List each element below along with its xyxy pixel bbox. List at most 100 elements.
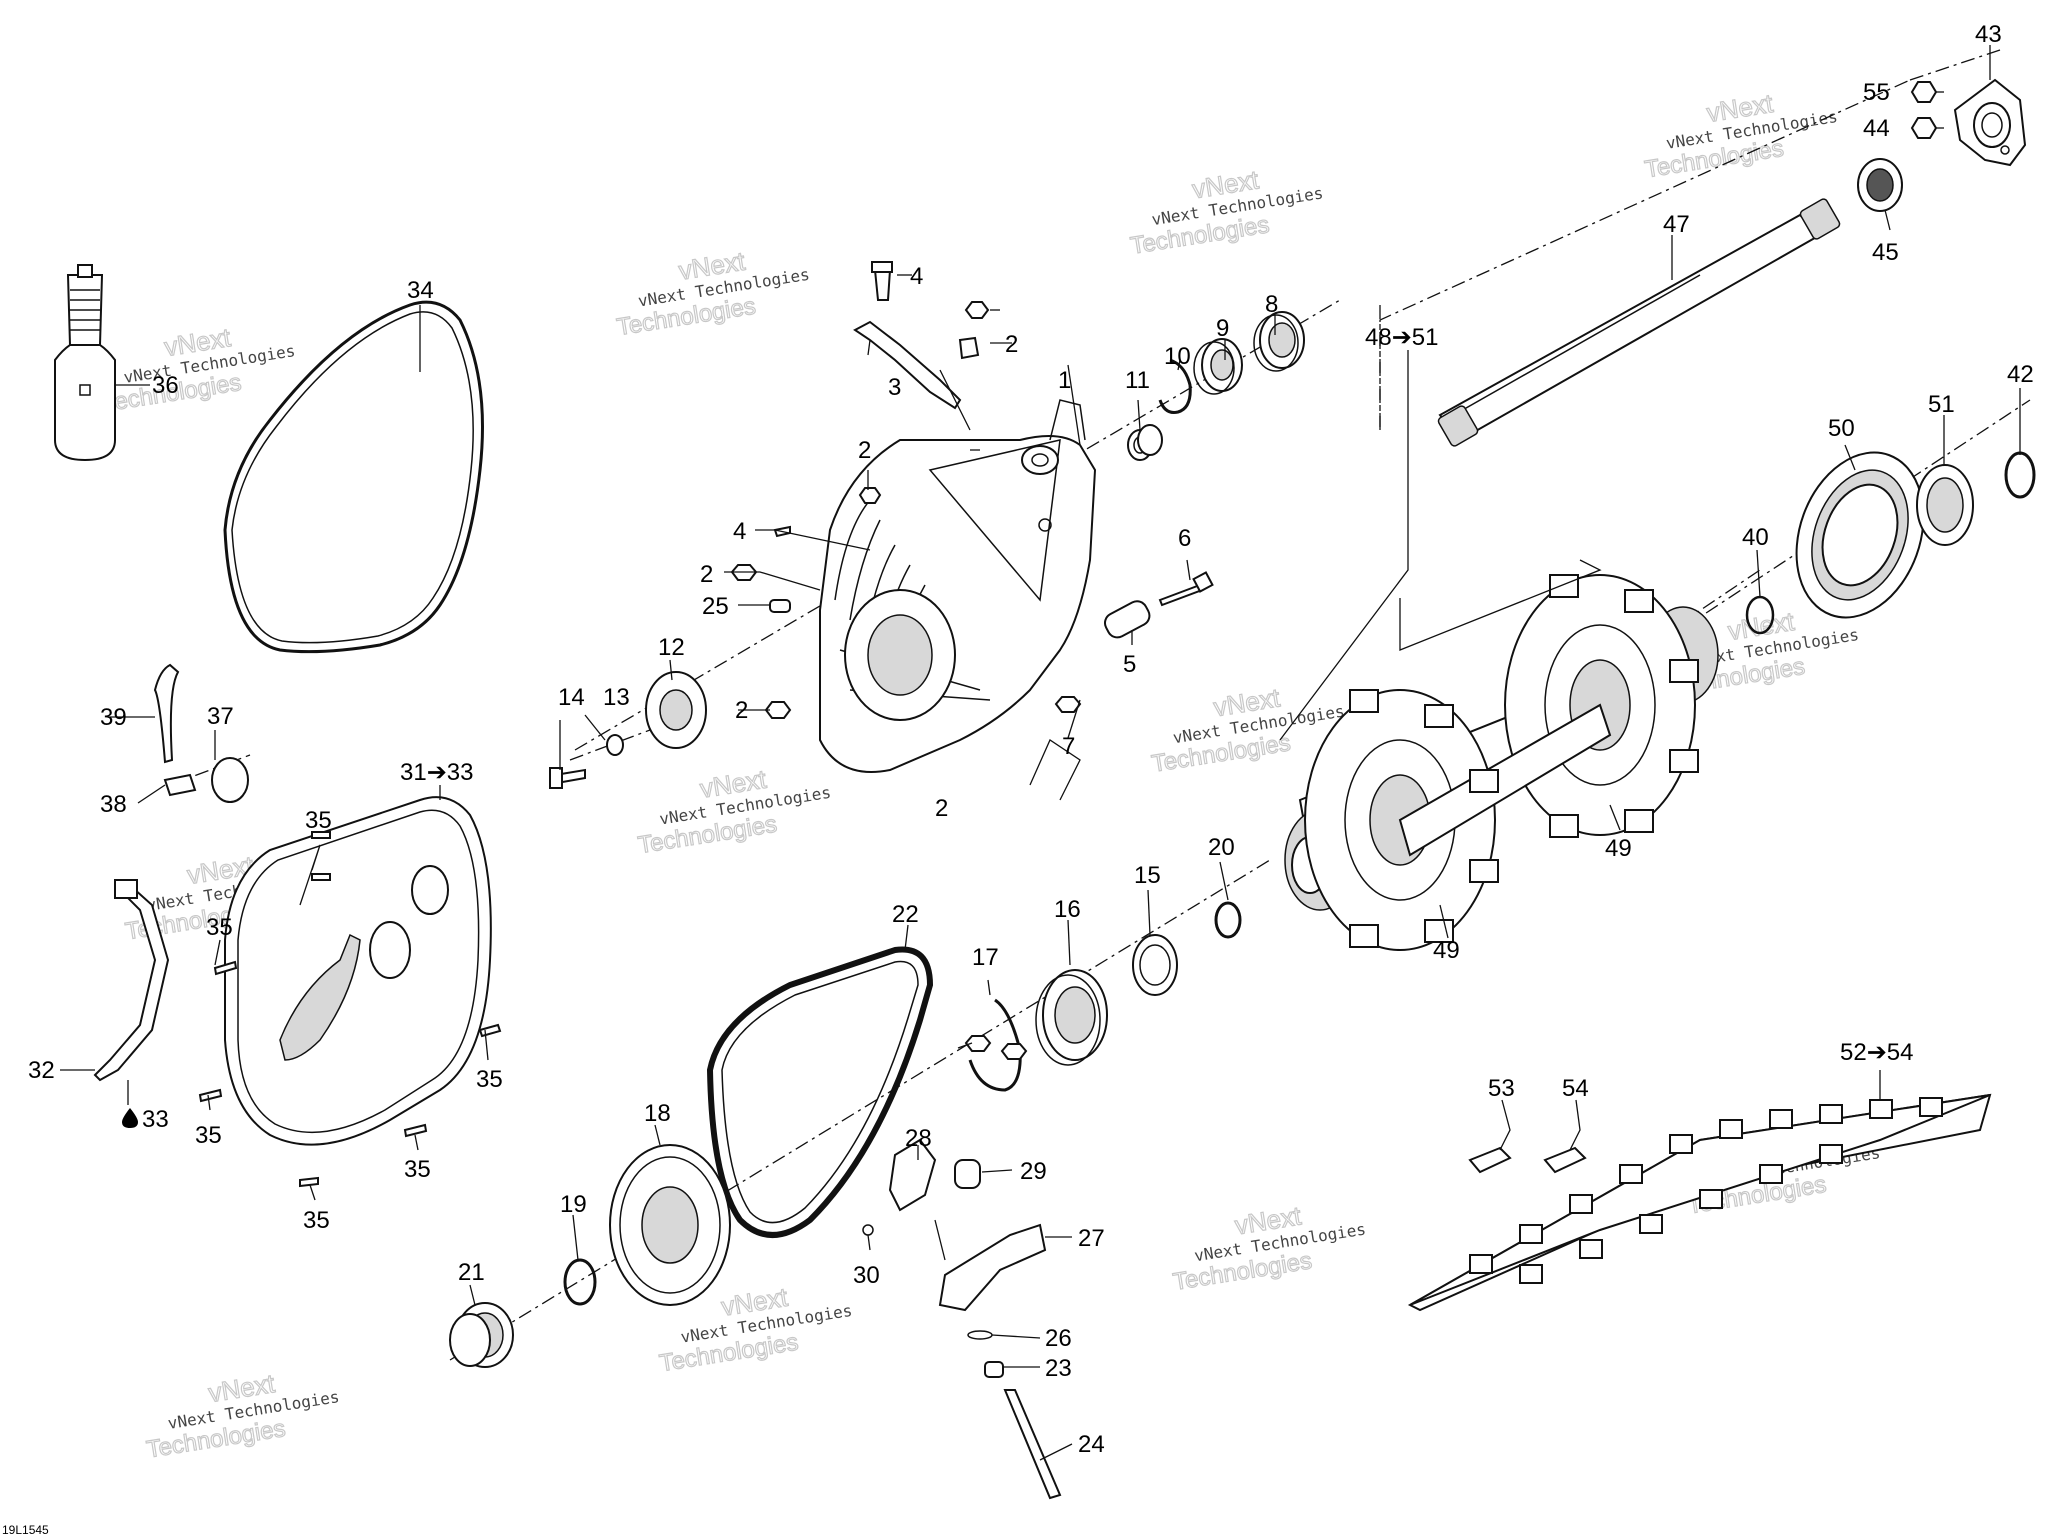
bushing bbox=[954, 1159, 981, 1189]
label-20: 20 bbox=[1208, 834, 1235, 861]
label-9: 9 bbox=[1216, 315, 1229, 342]
tensioner-arm bbox=[938, 1223, 1047, 1312]
watermark: vNext vNext Technologies Technologies bbox=[1128, 164, 1325, 261]
label-4: 4 bbox=[733, 518, 746, 545]
cover-gasket bbox=[223, 300, 484, 654]
tensioner-block bbox=[888, 1138, 937, 1212]
tensioner-rod bbox=[1003, 1389, 1062, 1500]
label-49: 49 bbox=[1605, 835, 1632, 862]
bolt bbox=[1158, 583, 1204, 607]
label-23: 23 bbox=[1045, 1355, 1072, 1382]
label-26: 26 bbox=[1045, 1325, 1072, 1352]
label-35: 35 bbox=[303, 1207, 330, 1234]
bearing bbox=[449, 1302, 514, 1368]
label-8: 8 bbox=[1265, 291, 1278, 318]
breather-hose bbox=[153, 663, 180, 764]
drive-chain bbox=[706, 946, 934, 1238]
part-labels: 1 2 2 2 2 2 3 4 4 5 6 7 8 9 10 11 12 13 … bbox=[28, 21, 2034, 1458]
label-19: 19 bbox=[560, 1191, 587, 1218]
label-55: 55 bbox=[1863, 79, 1890, 106]
label-3: 3 bbox=[888, 374, 901, 401]
dowel-pin bbox=[769, 599, 791, 613]
spacer bbox=[1103, 600, 1151, 639]
label-14: 14 bbox=[558, 684, 585, 711]
label-11: 11 bbox=[1125, 367, 1150, 394]
label-47: 47 bbox=[1663, 211, 1690, 238]
bearing bbox=[1916, 464, 1974, 546]
watermark: vNext vNext Technologies Technologies bbox=[144, 1367, 341, 1464]
spacer-ring bbox=[1127, 424, 1163, 461]
label-12: 12 bbox=[658, 634, 685, 661]
circlip bbox=[968, 998, 1022, 1092]
oil-drop-icon bbox=[122, 1108, 138, 1128]
label-35: 35 bbox=[195, 1122, 222, 1149]
o-ring bbox=[862, 1224, 874, 1236]
label-4: 4 bbox=[910, 263, 923, 290]
label-17: 17 bbox=[972, 944, 999, 971]
label-31-33: 31➔33 bbox=[400, 759, 474, 786]
label-16: 16 bbox=[1054, 896, 1081, 923]
label-1: 1 bbox=[1058, 367, 1071, 394]
elbow bbox=[163, 773, 197, 797]
watermark: vNext vNext Technologies Technologies bbox=[1171, 1200, 1368, 1297]
label-35: 35 bbox=[404, 1156, 431, 1183]
label-28: 28 bbox=[905, 1125, 932, 1152]
label-45: 45 bbox=[1872, 239, 1899, 266]
watermark: vNext vNext Technologies Technologies bbox=[1642, 87, 1839, 184]
label-36: 36 bbox=[152, 372, 179, 399]
label-35: 35 bbox=[206, 914, 233, 941]
label-6: 6 bbox=[1178, 525, 1191, 552]
bearing bbox=[1253, 311, 1305, 372]
bearing-housing bbox=[1953, 78, 2027, 167]
label-38: 38 bbox=[100, 791, 127, 818]
label-13: 13 bbox=[603, 684, 630, 711]
label-27: 27 bbox=[1078, 1225, 1105, 1252]
gear-small bbox=[645, 671, 707, 749]
plug bbox=[211, 757, 249, 803]
label-37: 37 bbox=[207, 703, 234, 730]
track-clip-plate bbox=[1407, 1093, 1992, 1312]
circlip bbox=[1214, 901, 1242, 939]
label-32: 32 bbox=[28, 1057, 55, 1084]
label-52-54: 52➔54 bbox=[1840, 1039, 1914, 1066]
label-5: 5 bbox=[1123, 651, 1136, 678]
track-clip bbox=[1468, 1146, 1512, 1174]
label-2: 2 bbox=[858, 437, 871, 464]
o-ring bbox=[967, 1330, 993, 1340]
label-22: 22 bbox=[892, 901, 919, 928]
label-2: 2 bbox=[735, 697, 748, 724]
label-48-51: 48➔51 bbox=[1365, 324, 1439, 351]
label-18: 18 bbox=[644, 1100, 671, 1127]
dipstick bbox=[93, 879, 170, 1082]
circlip bbox=[1158, 358, 1192, 414]
gear-large bbox=[609, 1144, 731, 1306]
bearing bbox=[1035, 969, 1108, 1066]
label-2: 2 bbox=[700, 561, 713, 588]
label-35: 35 bbox=[305, 807, 332, 834]
track-clip bbox=[1543, 1146, 1587, 1174]
label-2: 2 bbox=[1005, 331, 1018, 358]
outer-cover bbox=[224, 796, 492, 1146]
label-29: 29 bbox=[1020, 1158, 1047, 1185]
bearing bbox=[1193, 338, 1243, 395]
label-42: 42 bbox=[2007, 361, 2034, 388]
label-2: 2 bbox=[935, 795, 948, 822]
label-24: 24 bbox=[1078, 1431, 1105, 1458]
bearing bbox=[1857, 158, 1903, 212]
label-15: 15 bbox=[1134, 862, 1161, 889]
bracket bbox=[853, 261, 980, 410]
label-7: 7 bbox=[1062, 733, 1075, 760]
label-30: 30 bbox=[853, 1262, 880, 1289]
label-40: 40 bbox=[1742, 524, 1769, 551]
circlip bbox=[2004, 451, 2036, 499]
drive-axle-assembly bbox=[1284, 574, 1719, 951]
watermark: vNext vNext Technologies Technologies bbox=[636, 763, 833, 860]
seal bbox=[1132, 934, 1178, 996]
washer bbox=[984, 1361, 1004, 1378]
nut bbox=[1910, 117, 1938, 139]
fasteners bbox=[198, 301, 1082, 1188]
label-43: 43 bbox=[1975, 21, 2002, 48]
label-51: 51 bbox=[1928, 391, 1955, 418]
label-53: 53 bbox=[1488, 1075, 1515, 1102]
label-49: 49 bbox=[1433, 937, 1460, 964]
